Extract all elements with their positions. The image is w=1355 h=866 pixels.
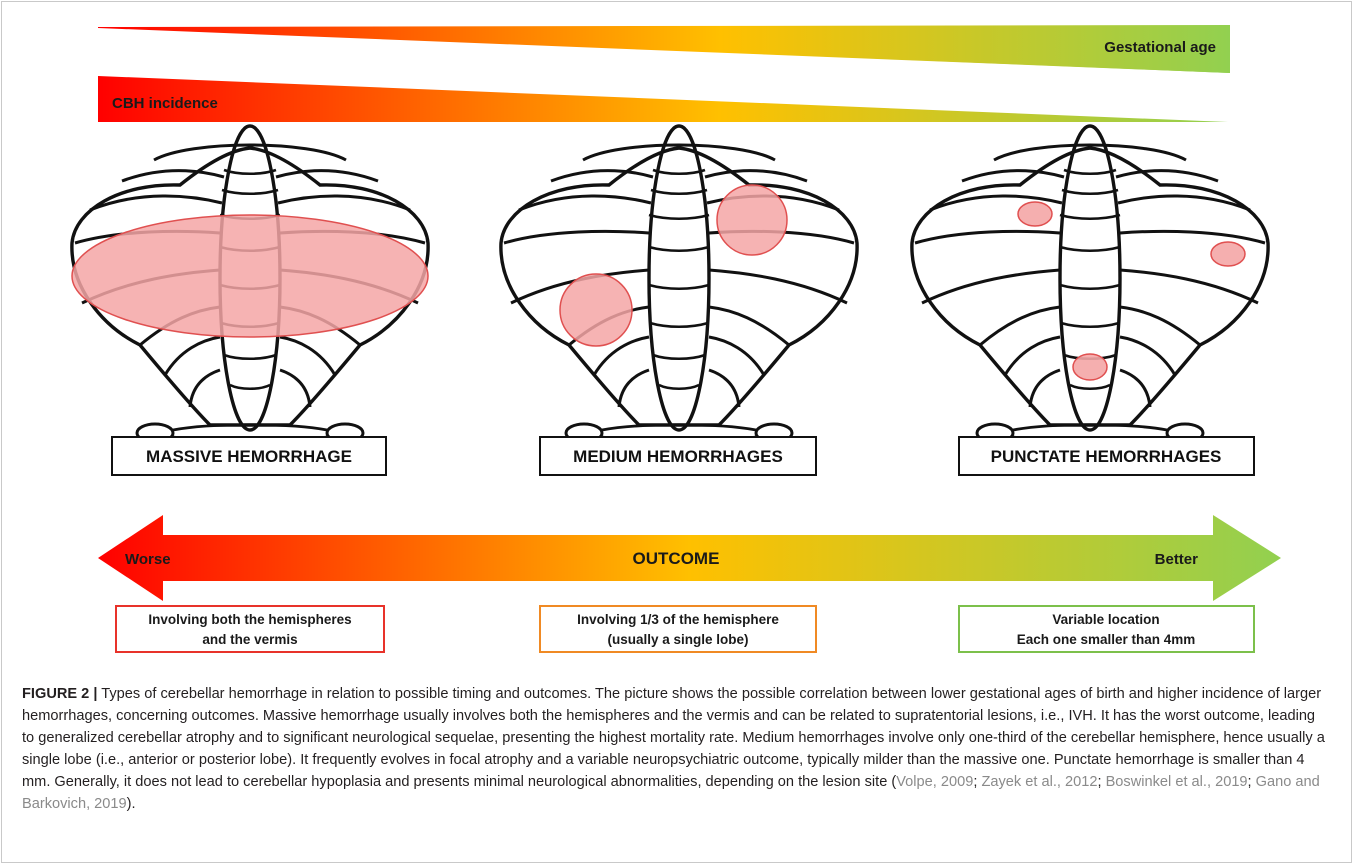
punctate-lesion-1 <box>1017 201 1053 227</box>
description-box-massive: Involving both the hemispheres and the v… <box>115 605 385 653</box>
cerebellum-diagram-medium <box>499 124 859 444</box>
panel-label-medium-text: MEDIUM HEMORRHAGES <box>573 447 783 466</box>
medium-lesion-right <box>716 184 788 256</box>
description-punctate-line2: Each one smaller than 4mm <box>1017 632 1196 647</box>
cbh-incidence-label: CBH incidence <box>112 95 218 112</box>
panel-label-punctate-text: PUNCTATE HEMORRHAGES <box>991 447 1222 466</box>
caption-text: Types of cerebellar hemorrhage in relati… <box>22 686 1325 790</box>
outcome-left-label: Worse <box>125 551 171 568</box>
outcome-arrow <box>98 515 1281 601</box>
gestational-age-wedge-body <box>98 25 1230 73</box>
punctate-lesion-3 <box>1072 353 1108 381</box>
gestational-age-label: Gestational age <box>1104 39 1216 56</box>
panel-label-medium: MEDIUM HEMORRHAGES <box>539 436 817 476</box>
caption-end: ). <box>126 796 136 812</box>
panel-label-punctate: PUNCTATE HEMORRHAGES <box>958 436 1255 476</box>
panel-label-massive-text: MASSIVE HEMORRHAGE <box>146 447 352 466</box>
figure-caption: FIGURE 2 | Types of cerebellar hemorrhag… <box>22 683 1330 815</box>
figure-illustration: Gestational age CBH incidence MASSIVE HE… <box>70 25 1281 653</box>
citation-link-volpe[interactable]: Volpe, 2009 <box>896 774 974 790</box>
cerebellum-diagram-massive <box>70 124 430 444</box>
description-medium-line2: (usually a single lobe) <box>607 632 748 647</box>
citation-link-zayek[interactable]: Zayek et al., 2012 <box>981 774 1098 790</box>
description-massive-line1: Involving both the hemispheres <box>148 612 351 627</box>
medium-lesion-left <box>559 273 633 347</box>
caption-separator: ; <box>1247 774 1256 790</box>
caption-separator: ; <box>973 774 982 790</box>
citation-link-boswinkel[interactable]: Boswinkel et al., 2019 <box>1105 774 1248 790</box>
caption-label: FIGURE 2 | <box>22 686 98 702</box>
cbh-incidence-wedge <box>98 76 1228 122</box>
punctate-lesion-2 <box>1210 241 1246 267</box>
description-box-medium: Involving 1/3 of the hemisphere (usually… <box>539 605 817 653</box>
description-box-punctate: Variable location Each one smaller than … <box>958 605 1255 653</box>
description-medium-line1: Involving 1/3 of the hemisphere <box>577 612 779 627</box>
description-punctate-line1: Variable location <box>1052 612 1159 627</box>
outcome-title: OUTCOME <box>633 549 720 568</box>
panel-label-massive: MASSIVE HEMORRHAGE <box>111 436 387 476</box>
caption-separator: ; <box>1097 774 1106 790</box>
outcome-right-label: Better <box>1155 551 1199 568</box>
cerebellum-diagram-punctate <box>910 124 1270 444</box>
description-massive-line2: and the vermis <box>202 632 297 647</box>
citation-link-gano[interactable]: Gano and Barkovich, 2019 <box>22 774 1320 812</box>
massive-lesion <box>71 214 429 338</box>
